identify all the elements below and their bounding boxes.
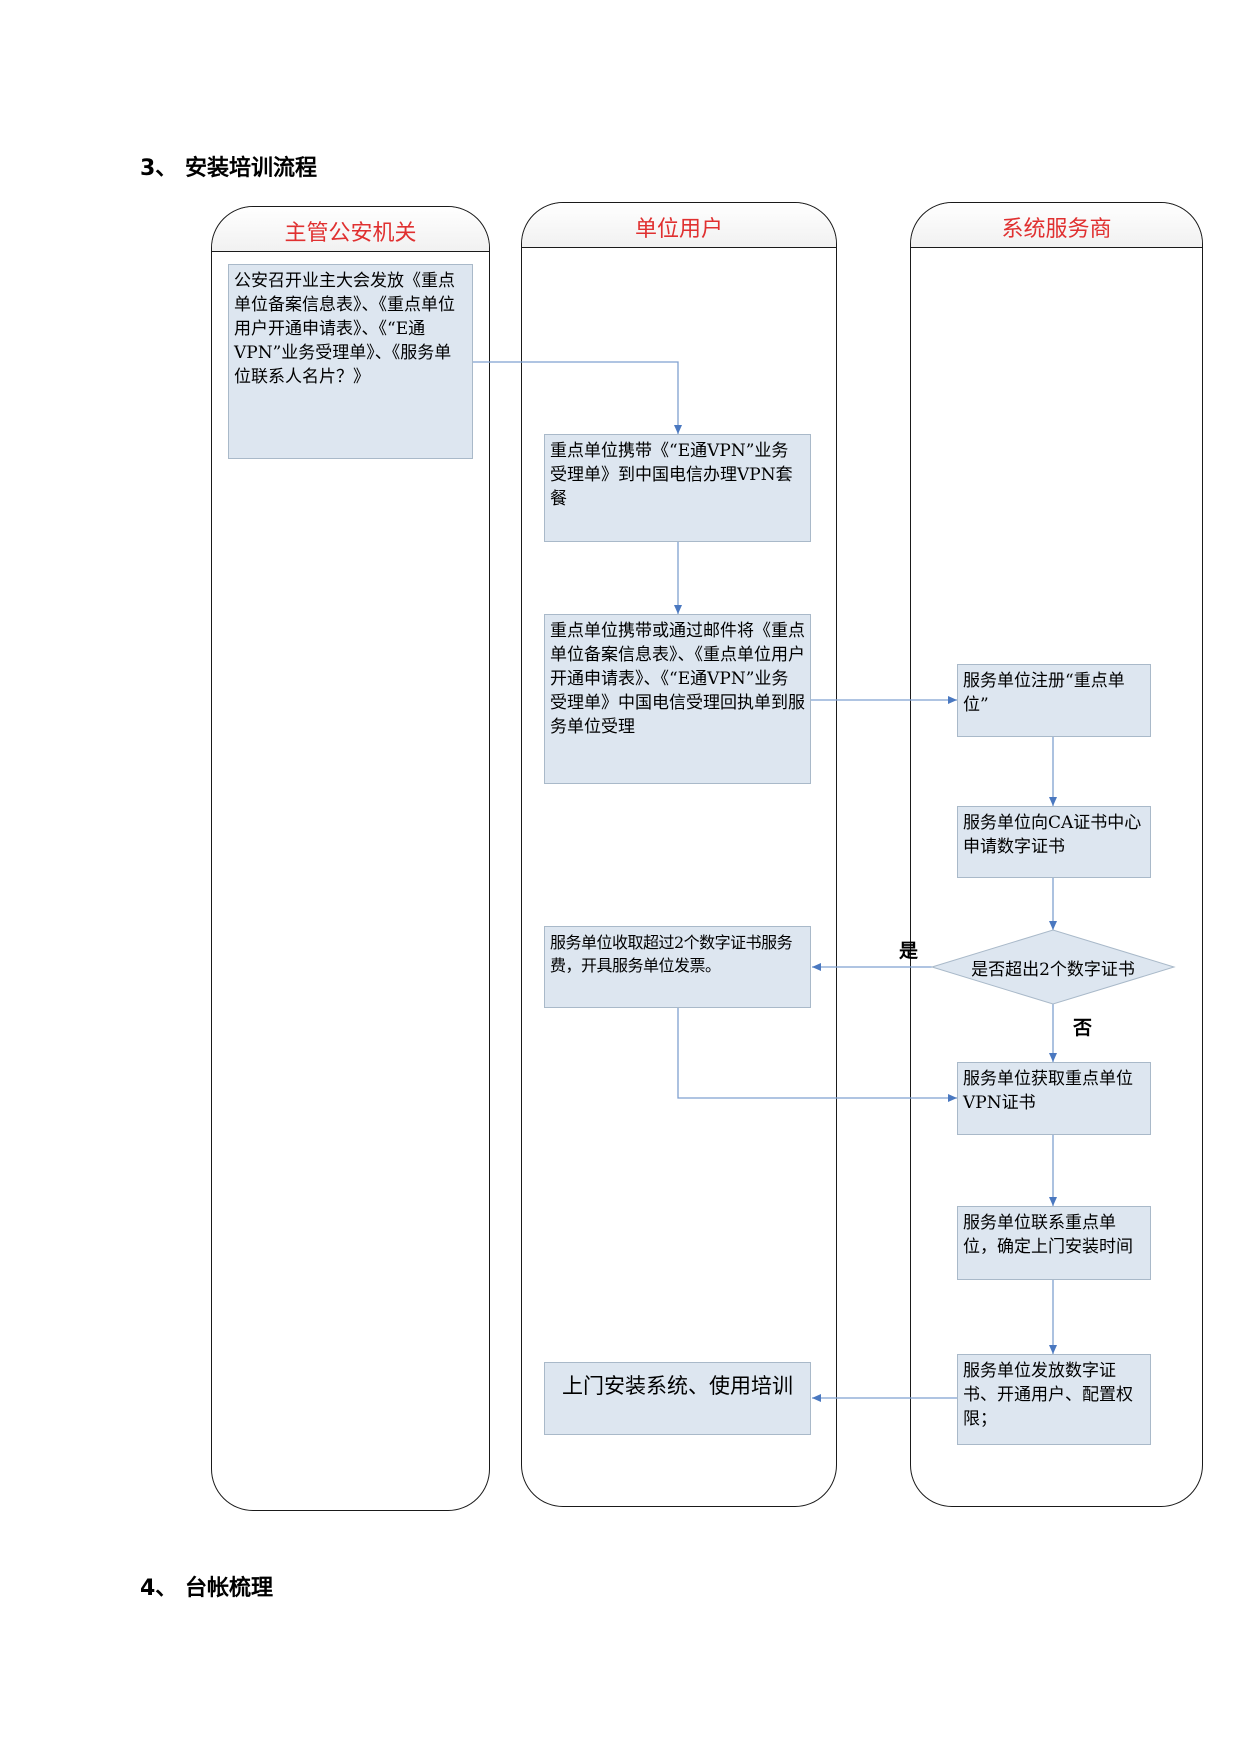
connector-police-to-vpn [473, 361, 682, 434]
section-4-heading: 4、 台帐梳理 [140, 1576, 273, 1601]
step-unit-vpn-package: 重点单位携带《“E通VPN”业务受理单》到中国电信办理VPN套餐 [544, 434, 811, 542]
lane-unit-user: 单位用户 [521, 202, 837, 1507]
decision-diamond [930, 929, 1176, 1005]
decision-text: 是否超出2个数字证书 [971, 960, 1135, 980]
step-service-register: 服务单位注册“重点单位” [957, 664, 1151, 737]
step-police-meeting: 公安召开业主大会发放《重点单位备案信息表》、《重点单位用户开通申请表》、《“E通… [228, 264, 473, 459]
step-service-issue: 服务单位发放数字证书、开通用户、配置权限； [957, 1354, 1151, 1445]
lane-police-title: 主管公安机关 [284, 221, 417, 246]
step-service-ca-apply: 服务单位向CA证书中心申请数字证书 [957, 806, 1151, 878]
step-unit-install-training: 上门安装系统、使用培训 [544, 1362, 811, 1435]
step-service-contact: 服务单位联系重点单位，确定上门安装时间 [957, 1206, 1151, 1280]
lane-unit-user-title: 单位用户 [634, 217, 723, 242]
lane-service-provider-header: 系统服务商 [911, 203, 1202, 248]
step-unit-fee-invoice: 服务单位收取超过2个数字证书服务费，开具服务单位发票。 [544, 926, 811, 1008]
decision-no-label: 否 [1073, 1017, 1093, 1039]
lane-unit-user-header: 单位用户 [522, 203, 836, 248]
step-service-get-cert: 服务单位获取重点单位VPN证书 [957, 1062, 1151, 1135]
connector-fee-to-cert [677, 1008, 957, 1102]
decision-yes-label: 是 [899, 940, 919, 962]
section-3-heading: 3、 安装培训流程 [140, 156, 317, 181]
lane-service-provider-title: 系统服务商 [1001, 217, 1112, 242]
lane-police-header: 主管公安机关 [212, 207, 489, 252]
step-unit-submit-forms: 重点单位携带或通过邮件将《重点单位备案信息表》、《重点单位用户开通申请表》、《“… [544, 614, 811, 784]
